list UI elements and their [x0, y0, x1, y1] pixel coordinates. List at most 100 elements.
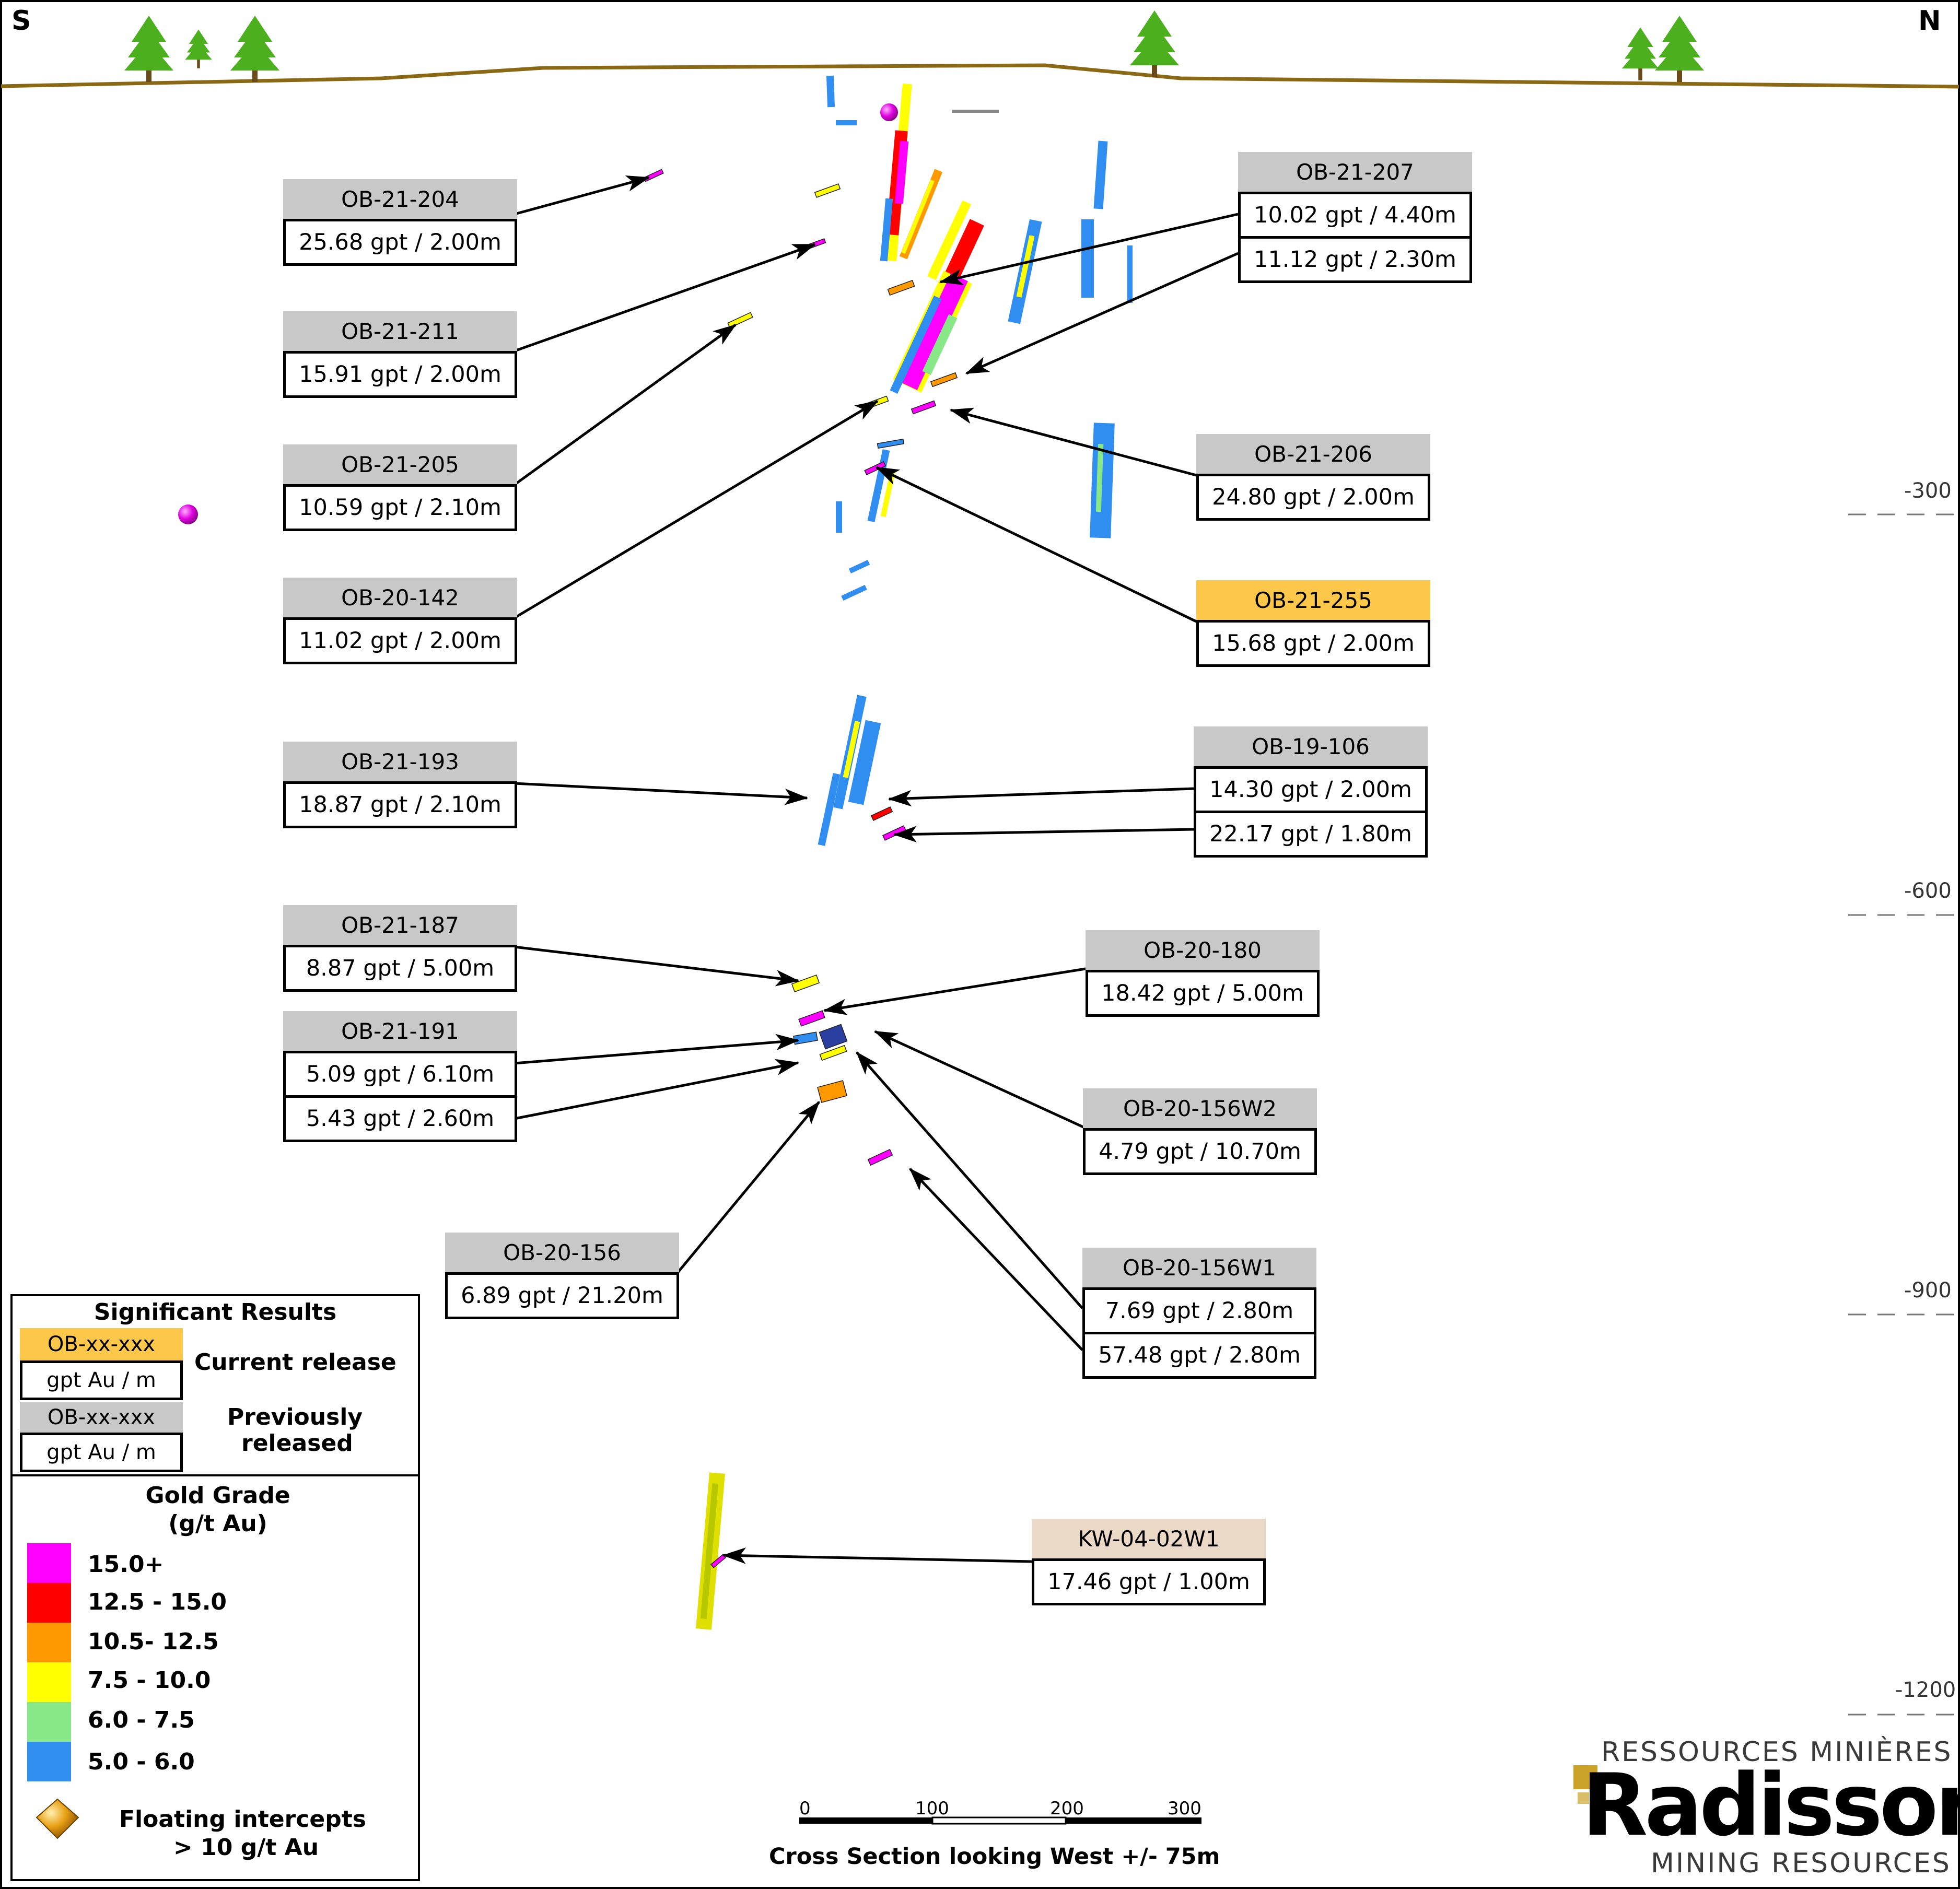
grade-interval: 17.46 gpt / 1.00m: [1032, 1558, 1266, 1605]
hole-id: OB-21-204: [283, 179, 517, 219]
grade-interval: 5.09 gpt / 6.10m: [283, 1051, 517, 1098]
legend-current-label: Current release: [194, 1349, 396, 1376]
grade-interval: 24.80 gpt / 2.00m: [1196, 474, 1430, 521]
depth-ticks: [1848, 513, 1959, 1716]
grade-label: 7.5 - 10.0: [88, 1667, 211, 1694]
mineralization-zones: [695, 75, 1133, 1630]
legend-sample-value: gpt Au / m: [20, 1360, 183, 1400]
grade-interval: 10.02 gpt / 4.40m: [1238, 192, 1472, 239]
depth-label: -300: [1904, 479, 1952, 503]
grade-interval: 25.68 gpt / 2.00m: [283, 219, 517, 266]
hole-id: OB-20-180: [1086, 930, 1320, 970]
legend-grade-title: Gold Grade: [145, 1482, 290, 1509]
tree-icon: [1655, 16, 1704, 82]
hole-id: OB-21-205: [283, 444, 517, 484]
grade-label: 6.0 - 7.5: [88, 1707, 195, 1733]
hole-label-ob-21-206: OB-21-206 24.80 gpt / 2.00m: [1196, 434, 1430, 521]
brand-tagline-fr: RESSOURCES MINIÈRES: [1601, 1737, 1953, 1768]
hole-id: OB-20-156: [445, 1233, 679, 1272]
grade-interval: 6.89 gpt / 21.20m: [445, 1272, 679, 1319]
grade-interval: 18.42 gpt / 5.00m: [1086, 970, 1320, 1017]
grade-interval: 7.69 gpt / 2.80m: [1082, 1287, 1316, 1334]
grade-interval: 10.59 gpt / 2.10m: [283, 484, 517, 531]
hole-label-ob-20-156: OB-20-156 6.89 gpt / 21.20m: [445, 1233, 679, 1319]
grade-swatch: [27, 1583, 71, 1623]
grade-label: 10.5- 12.5: [88, 1628, 219, 1655]
legend-sample-hole: OB-xx-xxx: [20, 1402, 183, 1433]
hole-id: OB-21-211: [283, 311, 517, 351]
grade-interval: 15.68 gpt / 2.00m: [1196, 620, 1430, 667]
grade-label: 5.0 - 6.0: [88, 1749, 195, 1775]
hole-label-ob-21-255: OB-21-255 15.68 gpt / 2.00m: [1196, 580, 1430, 667]
legend-results-title: Significant Results: [94, 1299, 337, 1325]
scale-tick-label: 200: [1050, 1798, 1084, 1819]
grade-interval: 15.91 gpt / 2.00m: [283, 351, 517, 398]
leader-arrows: [514, 175, 1239, 1564]
legend-previous-label: Previously: [227, 1404, 363, 1430]
depth-label: -900: [1904, 1278, 1952, 1303]
hole-id: OB-20-156W1: [1082, 1248, 1316, 1287]
tree-icon: [124, 16, 173, 82]
north-indicator: N: [1918, 5, 1941, 37]
hole-label-ob-21-187: OB-21-187 8.87 gpt / 5.00m: [283, 905, 517, 992]
legend-floating-threshold: > 10 g/t Au: [173, 1834, 319, 1861]
hole-label-ob-21-191: OB-21-191 5.09 gpt / 6.10m 5.43 gpt / 2.…: [283, 1011, 517, 1142]
tree-icon: [185, 29, 212, 68]
grade-label: 15.0+: [88, 1551, 164, 1578]
hole-id: OB-21-255: [1196, 580, 1430, 620]
floating-intercept-marker: [880, 103, 898, 121]
hole-label-ob-21-211: OB-21-211 15.91 gpt / 2.00m: [283, 311, 517, 398]
legend-current-sample: OB-xx-xxx gpt Au / m: [20, 1328, 183, 1400]
hole-label-ob-21-204: OB-21-204 25.68 gpt / 2.00m: [283, 179, 517, 266]
brand-tagline-en: MINING RESOURCES: [1651, 1848, 1951, 1879]
south-indicator: S: [11, 5, 31, 37]
hole-label-ob-21-205: OB-21-205 10.59 gpt / 2.10m: [283, 444, 517, 531]
grade-interval: 57.48 gpt / 2.80m: [1082, 1332, 1316, 1379]
hole-id: OB-20-142: [283, 578, 517, 617]
ground-surface: [1, 63, 1959, 89]
floating-intercept-marker: [178, 504, 198, 524]
grade-interval: 11.02 gpt / 2.00m: [283, 617, 517, 664]
hole-id: OB-19-106: [1194, 726, 1428, 766]
hole-id: OB-21-191: [283, 1011, 517, 1051]
grade-swatch: [27, 1543, 71, 1583]
grade-swatch: [27, 1702, 71, 1742]
depth-label: -1200: [1895, 1678, 1956, 1702]
legend-sample-value: gpt Au / m: [20, 1433, 183, 1472]
intercept-markers: [643, 110, 999, 1568]
grade-interval: 11.12 gpt / 2.30m: [1238, 236, 1472, 283]
hole-label-ob-20-180: OB-20-180 18.42 gpt / 5.00m: [1086, 930, 1320, 1017]
grade-interval: 4.79 gpt / 10.70m: [1083, 1128, 1317, 1175]
grade-interval: 18.87 gpt / 2.10m: [283, 781, 517, 828]
legend-previous-sample: OB-xx-xxx gpt Au / m: [20, 1402, 183, 1472]
hole-label-ob-20-156w1: OB-20-156W1 7.69 gpt / 2.80m 57.48 gpt /…: [1082, 1248, 1316, 1379]
grade-interval: 8.87 gpt / 5.00m: [283, 945, 517, 992]
scale-tick-label: 0: [799, 1798, 811, 1819]
grade-interval: 5.43 gpt / 2.60m: [283, 1095, 517, 1142]
floating-intercept-icon: [36, 1798, 79, 1839]
brand-logo: Radisson: [1582, 1755, 1960, 1855]
scale-tick-label: 100: [915, 1798, 949, 1819]
tree-icon: [1130, 10, 1179, 77]
brand-accent: [1573, 1765, 1956, 1805]
hole-label-ob-20-142: OB-20-142 11.02 gpt / 2.00m: [283, 578, 517, 664]
hole-id: OB-21-207: [1238, 152, 1472, 192]
legend-floating-label: Floating intercepts: [119, 1806, 366, 1833]
legend-sample-hole: OB-xx-xxx: [20, 1328, 183, 1360]
depth-label: -600: [1904, 879, 1952, 903]
hole-id: KW-04-02W1: [1032, 1519, 1266, 1558]
tree-icon: [1621, 27, 1659, 80]
scale-bar: [799, 1816, 1201, 1825]
tree-icon: [230, 16, 279, 82]
legend-grade-units: (g/t Au): [168, 1510, 267, 1537]
grade-swatch: [27, 1742, 71, 1781]
hole-id: OB-21-193: [283, 742, 517, 781]
grade-label: 12.5 - 15.0: [88, 1589, 227, 1615]
hole-id: OB-21-206: [1196, 434, 1430, 474]
hole-id: OB-21-187: [283, 905, 517, 945]
grade-interval: 22.17 gpt / 1.80m: [1194, 811, 1428, 858]
hole-label-kw-04-02w1: KW-04-02W1 17.46 gpt / 1.00m: [1032, 1519, 1266, 1605]
hole-label-ob-21-207: OB-21-207 10.02 gpt / 4.40m 11.12 gpt / …: [1238, 152, 1472, 283]
grade-swatch: [27, 1623, 71, 1662]
